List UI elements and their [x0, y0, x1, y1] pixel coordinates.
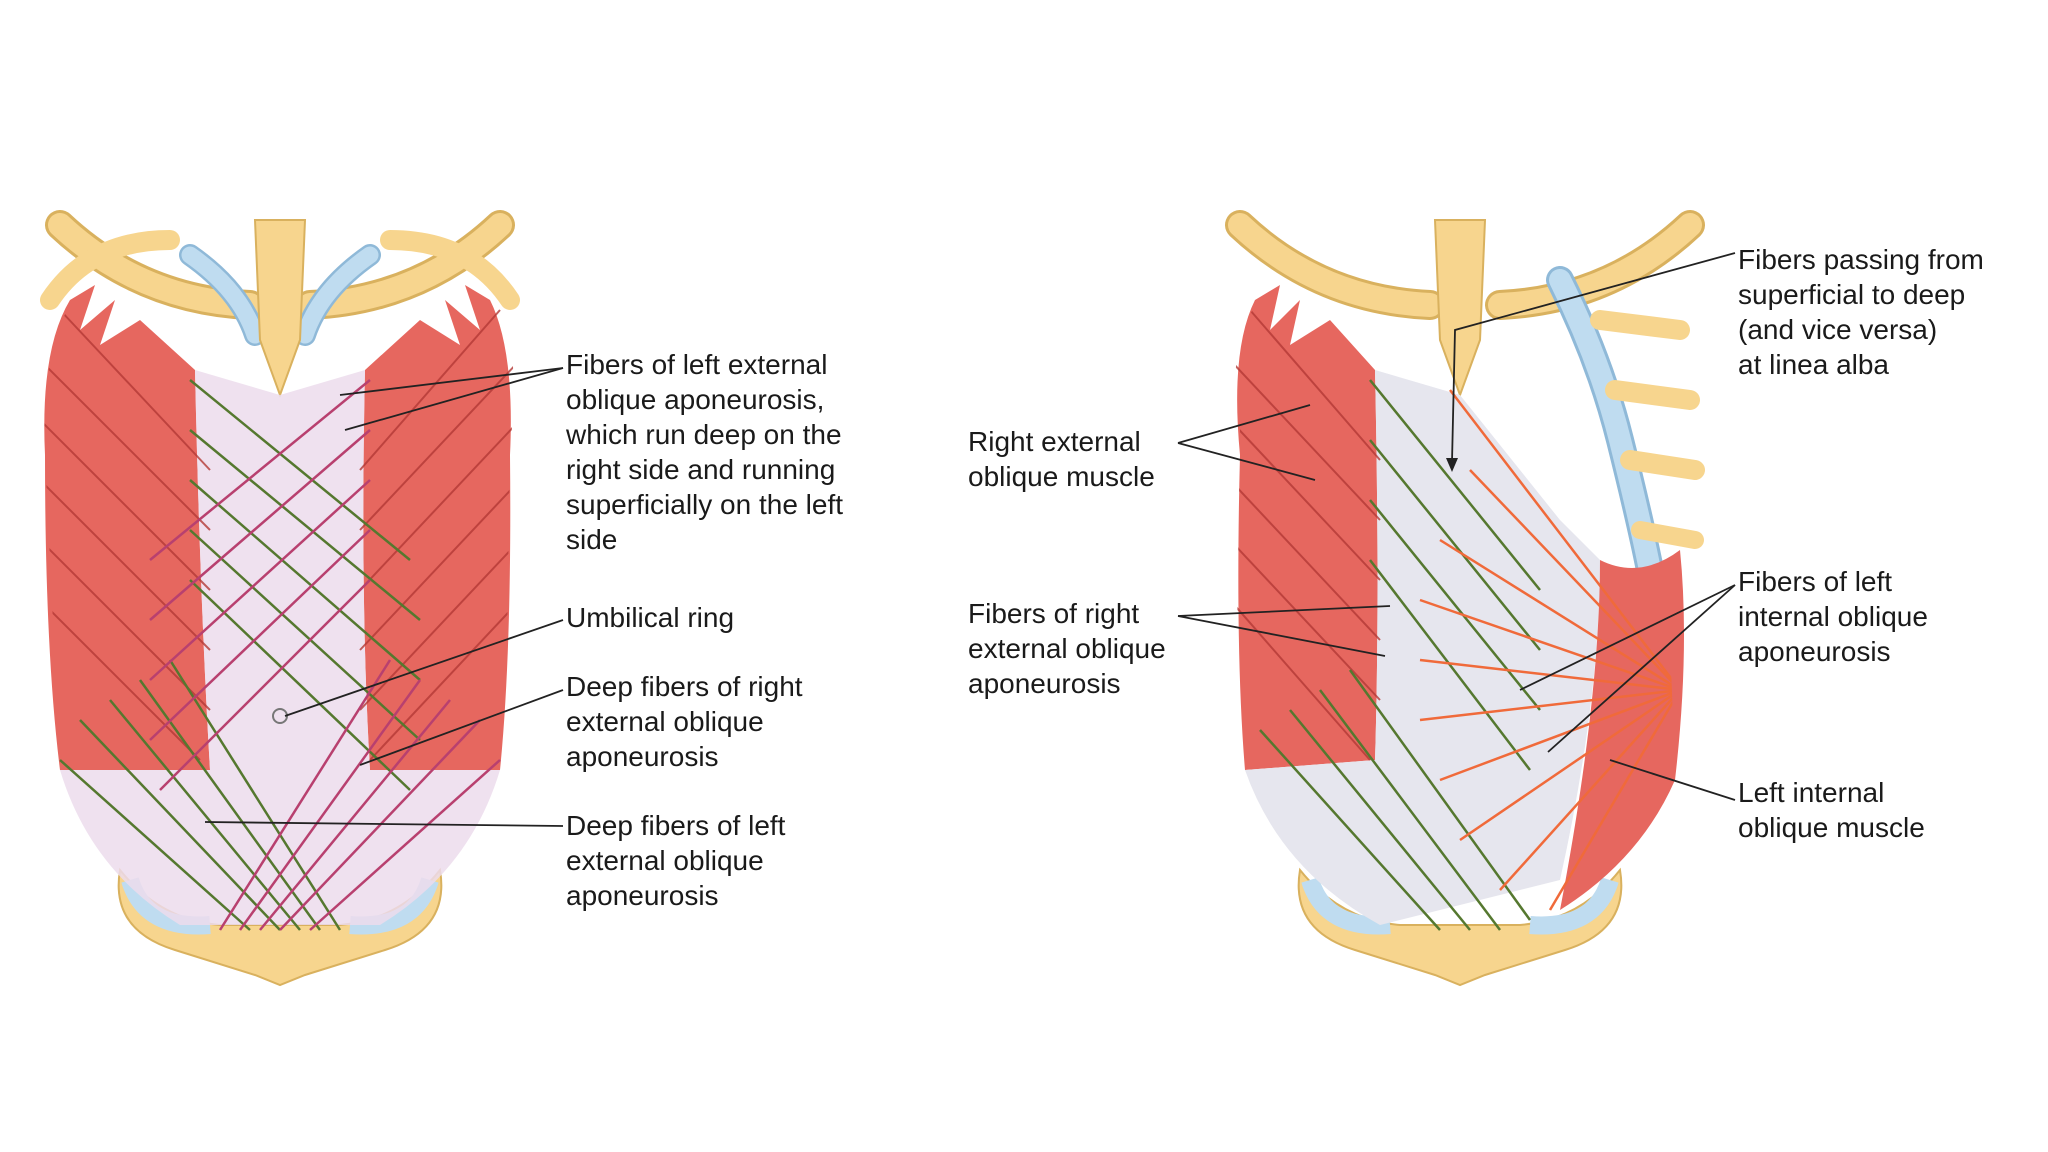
- linea-alba-arrowhead: [1446, 458, 1458, 472]
- left-leader-lines: [204, 367, 564, 827]
- left-rib: [48, 213, 262, 317]
- label-left-internal-oblique-muscle: Left internal oblique muscle: [1738, 775, 1925, 845]
- label-deep-fibers-left-external-oblique: Deep fibers of left external oblique apo…: [566, 808, 785, 913]
- label-line: Umbilical ring: [566, 602, 735, 633]
- label-line: superficial to deep: [1738, 279, 1966, 310]
- label-line: (and vice versa): [1738, 314, 1938, 345]
- right-external-oblique-muscle: [1237, 285, 1378, 770]
- right-muscle-fibers: [1235, 309, 1381, 761]
- right-figure-aponeurosis: [1245, 370, 1600, 925]
- right-ribcage: [1225, 210, 1705, 584]
- label-fibers-passing-superficial-to-deep: Fibers passing from superficial to deep …: [1738, 242, 1984, 382]
- right-leader-lines: [1177, 252, 1736, 801]
- label-line: external oblique: [566, 845, 764, 876]
- label-umbilical-ring: Umbilical ring: [566, 600, 734, 635]
- label-line: side: [566, 524, 618, 555]
- left-sternum: [253, 219, 307, 398]
- left-green-fibers: [59, 379, 421, 931]
- left-figure-aponeurosis: [60, 370, 500, 925]
- label-line: Fibers of right: [968, 598, 1140, 629]
- left-torso: [40, 210, 520, 987]
- label-line: at linea alba: [1738, 349, 1890, 380]
- label-line: aponeurosis: [1738, 636, 1891, 667]
- label-line: aponeurosis: [968, 668, 1121, 699]
- label-line: Left internal: [1738, 777, 1885, 808]
- left-rib: [298, 213, 512, 317]
- label-line: external oblique: [968, 633, 1166, 664]
- label-line: Deep fibers of right: [566, 671, 803, 702]
- label-line: right side and running: [566, 454, 836, 485]
- label-line: Right external: [968, 426, 1141, 457]
- left-rib-lower: [380, 230, 520, 310]
- label-fibers-right-external-oblique-aponeurosis: Fibers of right external oblique aponeur…: [968, 596, 1166, 701]
- left-figure-right-external-oblique: [44, 285, 211, 770]
- right-orange-fibers: [1419, 389, 1675, 911]
- label-line: Deep fibers of left: [566, 810, 786, 841]
- label-line: oblique aponeurosis,: [566, 384, 825, 415]
- label-line: Fibers passing from: [1738, 244, 1984, 275]
- left-figure-left-external-oblique: [363, 285, 511, 770]
- right-sternum: [1433, 219, 1487, 398]
- label-line: external oblique: [566, 706, 764, 737]
- label-line: which run deep on the: [566, 419, 842, 450]
- label-line: oblique muscle: [968, 461, 1155, 492]
- right-green-fibers: [1259, 379, 1541, 931]
- left-costal-cartilage: [296, 246, 379, 344]
- left-ribcage: [40, 210, 520, 398]
- left-costal-cartilage: [181, 246, 264, 344]
- label-line: aponeurosis: [566, 880, 719, 911]
- label-fibers-left-external-oblique-aponeurosis: Fibers of left external oblique aponeuro…: [566, 347, 843, 557]
- label-line: Fibers of left external: [566, 349, 828, 380]
- label-line: superficially on the left: [566, 489, 844, 520]
- label-deep-fibers-right-external-oblique: Deep fibers of right external oblique ap…: [566, 669, 803, 774]
- label-right-external-oblique-muscle: Right external oblique muscle: [968, 424, 1155, 494]
- label-line: aponeurosis: [566, 741, 719, 772]
- left-magenta-fibers: [149, 379, 501, 931]
- label-line: oblique muscle: [1738, 812, 1925, 843]
- left-muscle-fibers: [44, 309, 514, 761]
- label-line: Fibers of left: [1738, 566, 1893, 597]
- left-rib-lower: [40, 230, 180, 310]
- label-fibers-left-internal-oblique-aponeurosis: Fibers of left internal oblique aponeuro…: [1738, 564, 1928, 669]
- label-line: internal oblique: [1738, 601, 1928, 632]
- right-torso: [1225, 210, 1705, 987]
